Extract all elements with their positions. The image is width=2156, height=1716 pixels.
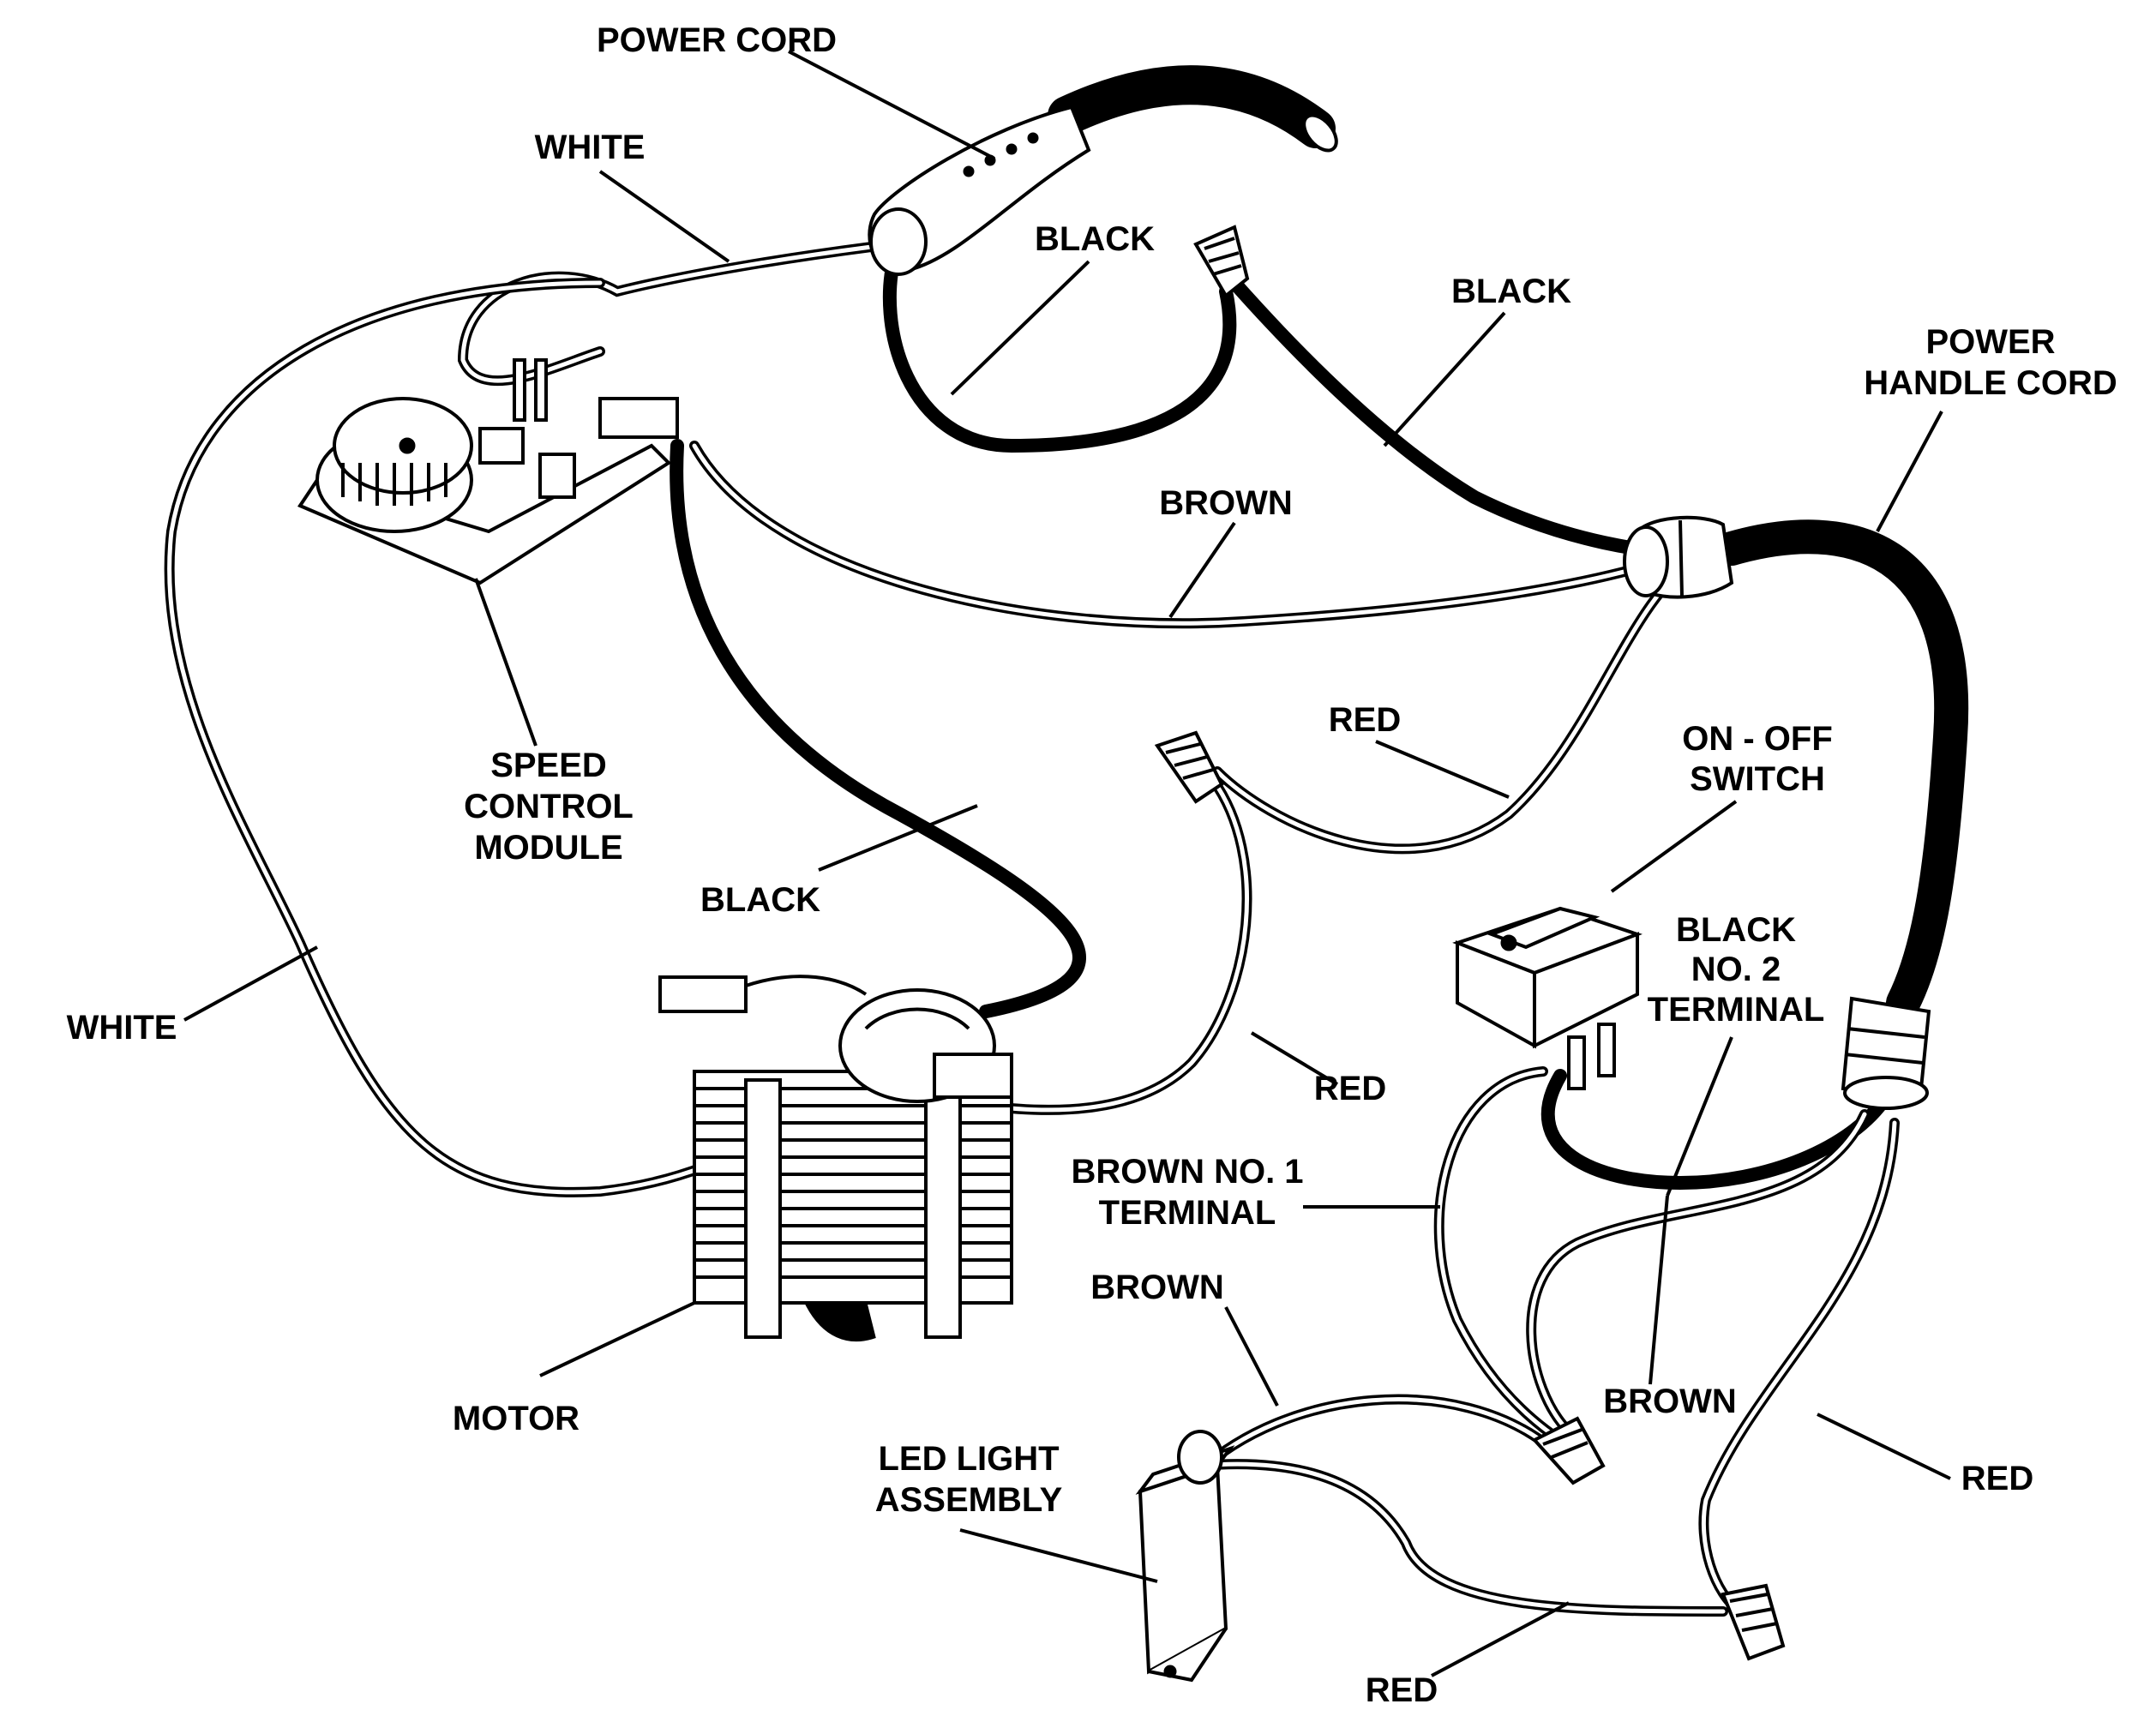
wire-black-switch	[1540, 1069, 1893, 1191]
label-power-handle-cord-2: HANDLE CORD	[1864, 364, 2117, 402]
label-speed-control-1: SPEED	[490, 747, 607, 784]
label-on-off-switch-2: SWITCH	[1690, 760, 1825, 798]
label-black-left: BLACK	[700, 881, 820, 919]
wire-nut-red	[1721, 1583, 1786, 1661]
label-red-right: RED	[1961, 1460, 2033, 1497]
wire-black-left	[670, 439, 1086, 1018]
label-brown-top: BROWN	[1159, 484, 1293, 522]
wires	[164, 65, 1969, 1617]
label-black-right: BLACK	[1451, 273, 1571, 310]
label-red-middle: RED	[1329, 701, 1401, 739]
wire-nut-middle	[1154, 730, 1224, 804]
label-black-no2-1: BLACK	[1676, 911, 1796, 949]
power-handle-cord-jacket	[1715, 519, 1969, 1020]
wire-red-middle	[1212, 552, 1703, 855]
wire-nut-top	[1193, 225, 1250, 299]
wire-white-top	[457, 239, 897, 387]
leader-lines	[183, 50, 1951, 1677]
label-led-2: ASSEMBLY	[875, 1481, 1063, 1519]
label-white-left: WHITE	[67, 1009, 177, 1047]
label-white-top: WHITE	[535, 129, 646, 166]
led-light-assembly	[1135, 1430, 1235, 1683]
speed-control-module	[297, 358, 679, 585]
label-brown-bottom: BROWN	[1090, 1269, 1224, 1306]
handle-cord-bushing	[1841, 996, 1931, 1110]
label-black-top: BLACK	[1035, 220, 1155, 258]
wire-black-right	[1228, 276, 1721, 561]
label-brown-no1-2: TERMINAL	[1099, 1194, 1276, 1232]
wire-brown-right	[1526, 1109, 1870, 1437]
motor	[658, 975, 1013, 1342]
wire-black-top	[882, 246, 1237, 453]
handle-cord-grommet	[1623, 515, 1734, 599]
label-speed-control-2: CONTROL	[464, 788, 634, 825]
label-led-1: LED LIGHT	[878, 1440, 1059, 1478]
wire-brown-no1	[1433, 1066, 1565, 1445]
label-black-no2-3: TERMINAL	[1648, 991, 1825, 1029]
label-black-no2-2: NO. 2	[1691, 951, 1781, 988]
label-on-off-switch-1: ON - OFF	[1682, 720, 1833, 758]
power-cord-jacket	[1048, 65, 1336, 148]
label-red-bottom: RED	[1366, 1671, 1438, 1709]
wire-nut-brown	[1531, 1416, 1606, 1485]
label-power-handle-cord-1: POWER	[1925, 323, 2055, 361]
label-power-cord: POWER CORD	[597, 21, 837, 59]
wire-red-motor	[981, 775, 1252, 1115]
wire-red-right	[1698, 1118, 1900, 1617]
labels: POWER CORD WHITE BLACK BLACK POWER HANDL…	[67, 21, 2117, 1709]
power-cord-plug	[868, 105, 1338, 276]
wire-white-left	[164, 278, 794, 1197]
wire-brown-led	[1191, 1394, 1557, 1479]
label-brown-no1-1: BROWN NO. 1	[1071, 1153, 1303, 1191]
label-speed-control-3: MODULE	[474, 829, 622, 867]
on-off-switch	[1452, 906, 1643, 1090]
label-red-motor: RED	[1314, 1070, 1386, 1107]
wire-red-led	[1195, 1459, 1728, 1617]
label-brown-right: BROWN	[1603, 1383, 1737, 1420]
wire-brown-top	[689, 441, 1703, 629]
label-motor: MOTOR	[453, 1400, 580, 1437]
